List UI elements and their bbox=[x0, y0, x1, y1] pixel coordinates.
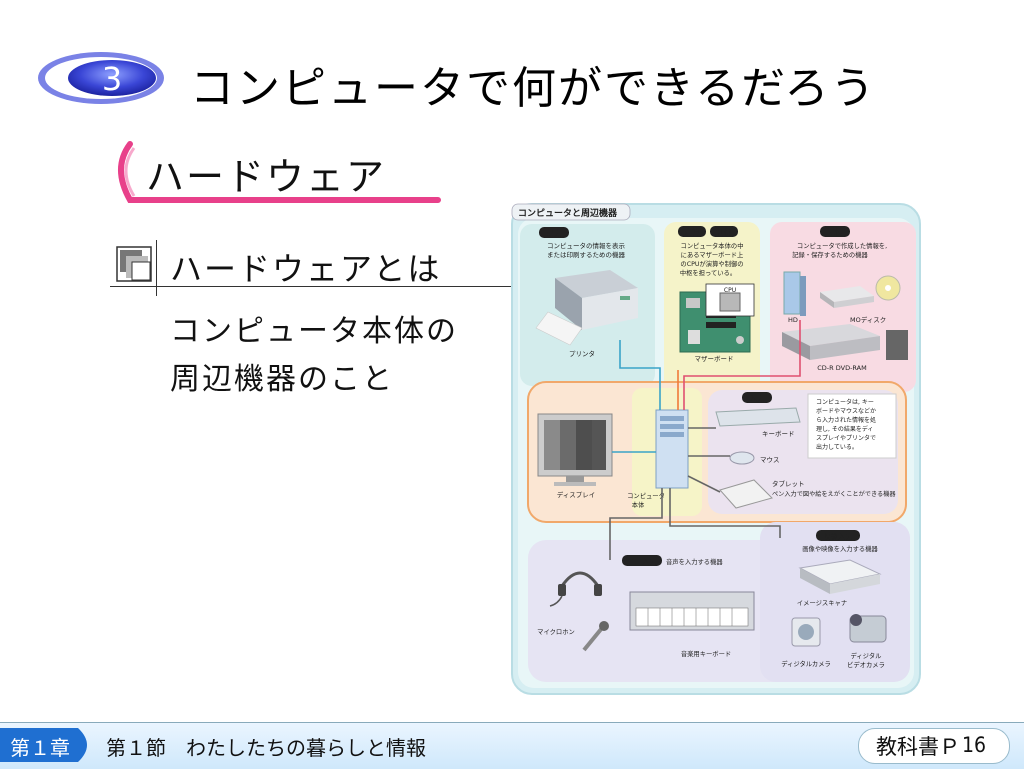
audio-input-desc: 音声を入力する機器 bbox=[666, 557, 723, 566]
video-label-2: ビデオカメラ bbox=[847, 660, 885, 669]
storage-badge: 記憶 bbox=[827, 227, 843, 237]
compute-badge: 演算 bbox=[684, 227, 700, 237]
motherboard-label: マザーボード bbox=[695, 355, 734, 363]
input-note-5: スプレイやプリンタで bbox=[816, 434, 876, 442]
definition-line-1: コンピュータ本体の bbox=[170, 314, 458, 349]
mo-disk-image bbox=[820, 275, 901, 308]
input-note-3: ら入力された情報を処 bbox=[816, 416, 876, 424]
keyboard-image bbox=[715, 407, 801, 427]
microphone-image bbox=[582, 621, 609, 652]
page-reference-pill bbox=[858, 728, 1010, 764]
output-desc-1: コンピュータの情報を表示 bbox=[547, 241, 626, 250]
subsection-square-icon bbox=[116, 246, 152, 282]
section-heading-bracket bbox=[118, 141, 441, 203]
hd-label: HD bbox=[788, 316, 798, 324]
scanner-image bbox=[798, 559, 882, 594]
printer-label: プリンタ bbox=[569, 349, 595, 358]
compute-desc-2: にあるマザーボード上 bbox=[681, 250, 744, 259]
hardware-diagram: コンピュータと周辺機器 出力 コンピュータの情報を表示 または印刷するための機器… bbox=[511, 203, 921, 695]
video-camera-image bbox=[849, 614, 887, 643]
display-label: ディスプレイ bbox=[557, 490, 596, 499]
tablet-image bbox=[719, 479, 773, 509]
cd-dvd-drive-image bbox=[782, 324, 908, 360]
music-keyboard-label: 音楽用キーボード bbox=[681, 649, 731, 658]
figure-title: コンピュータと周辺機器 bbox=[518, 207, 618, 219]
chapter-number-badge: 3 bbox=[38, 52, 164, 104]
input-note-4: 理し, その結果をディ bbox=[816, 425, 873, 433]
input-badge: 入力 bbox=[749, 393, 765, 403]
page-number: 16 bbox=[962, 733, 987, 757]
section-title: ハードウェア bbox=[146, 155, 387, 199]
music-keyboard-image bbox=[629, 591, 755, 631]
storage-desc-2: 記録・保存するための機器 bbox=[792, 250, 868, 259]
image-input-badge: 映像入力 bbox=[823, 531, 853, 541]
input-note-1: コンピュータは, キー bbox=[816, 398, 874, 406]
output-badge: 出力 bbox=[546, 228, 562, 238]
image-input-desc: 画像や映像を入力する機器 bbox=[802, 544, 878, 553]
digital-camera-image bbox=[791, 617, 821, 647]
cdr-label: CD-R DVD-RAM bbox=[817, 364, 866, 372]
audio-input-badge: 音声入力 bbox=[627, 556, 657, 566]
definition-text: コンピュータ本体の 周辺機器のこと bbox=[170, 308, 458, 404]
control-badge: 制御 bbox=[716, 227, 732, 237]
input-note-2: ボードやマウスなどか bbox=[816, 407, 876, 415]
mic-label: マイクロホン bbox=[537, 628, 575, 636]
computer-body-label-2: 本体 bbox=[632, 500, 645, 509]
mouse-label: マウス bbox=[760, 456, 780, 464]
cpu-label: CPU bbox=[724, 287, 736, 294]
subsection-divider bbox=[156, 240, 157, 296]
footer-bar bbox=[0, 722, 1024, 769]
storage-desc-1: コンピュータで作成した情報を, bbox=[797, 241, 887, 250]
compute-desc-3: のCPUが演算や制御の bbox=[680, 259, 743, 268]
camera-label: ディジタルカメラ bbox=[781, 659, 831, 668]
tablet-desc: ペン入力で図や絵をえがくことができる機器 bbox=[772, 490, 896, 498]
scanner-label: イメージスキャナ bbox=[797, 599, 847, 607]
tablet-label: タブレット bbox=[772, 479, 805, 488]
chapter-label: 第１章 bbox=[10, 736, 70, 760]
section-label: 第１節 わたしたちの暮らしと情報 bbox=[106, 736, 426, 760]
video-label-1: ディジタル bbox=[851, 651, 882, 660]
chapter-tag bbox=[0, 728, 87, 762]
headset-image bbox=[549, 571, 602, 607]
subsection-underline bbox=[110, 286, 512, 287]
display-image bbox=[537, 413, 613, 486]
subsection-title: ハードウェアとは bbox=[170, 250, 442, 288]
page-prefix: 教科書Ｐ bbox=[876, 735, 960, 759]
output-desc-2: または印刷するための機器 bbox=[547, 250, 626, 259]
computer-body-label-1: コンピュータ bbox=[627, 491, 665, 500]
input-note-6: 出力している。 bbox=[816, 443, 858, 451]
page-title: コンピュータで何ができるだろう bbox=[190, 63, 877, 114]
mo-label: MOディスク bbox=[850, 315, 886, 324]
computer-body-image bbox=[655, 409, 689, 489]
hard-disk-image bbox=[783, 271, 806, 316]
compute-desc-4: 中枢を担っている。 bbox=[680, 268, 736, 277]
printer-image bbox=[535, 270, 638, 346]
keyboard-label: キーボード bbox=[762, 430, 795, 438]
compute-desc-1: コンピュータ本体の中 bbox=[681, 241, 744, 250]
chapter-number: 3 bbox=[102, 60, 122, 98]
connection-lines bbox=[609, 320, 801, 560]
definition-line-2: 周辺機器のこと bbox=[170, 362, 394, 397]
